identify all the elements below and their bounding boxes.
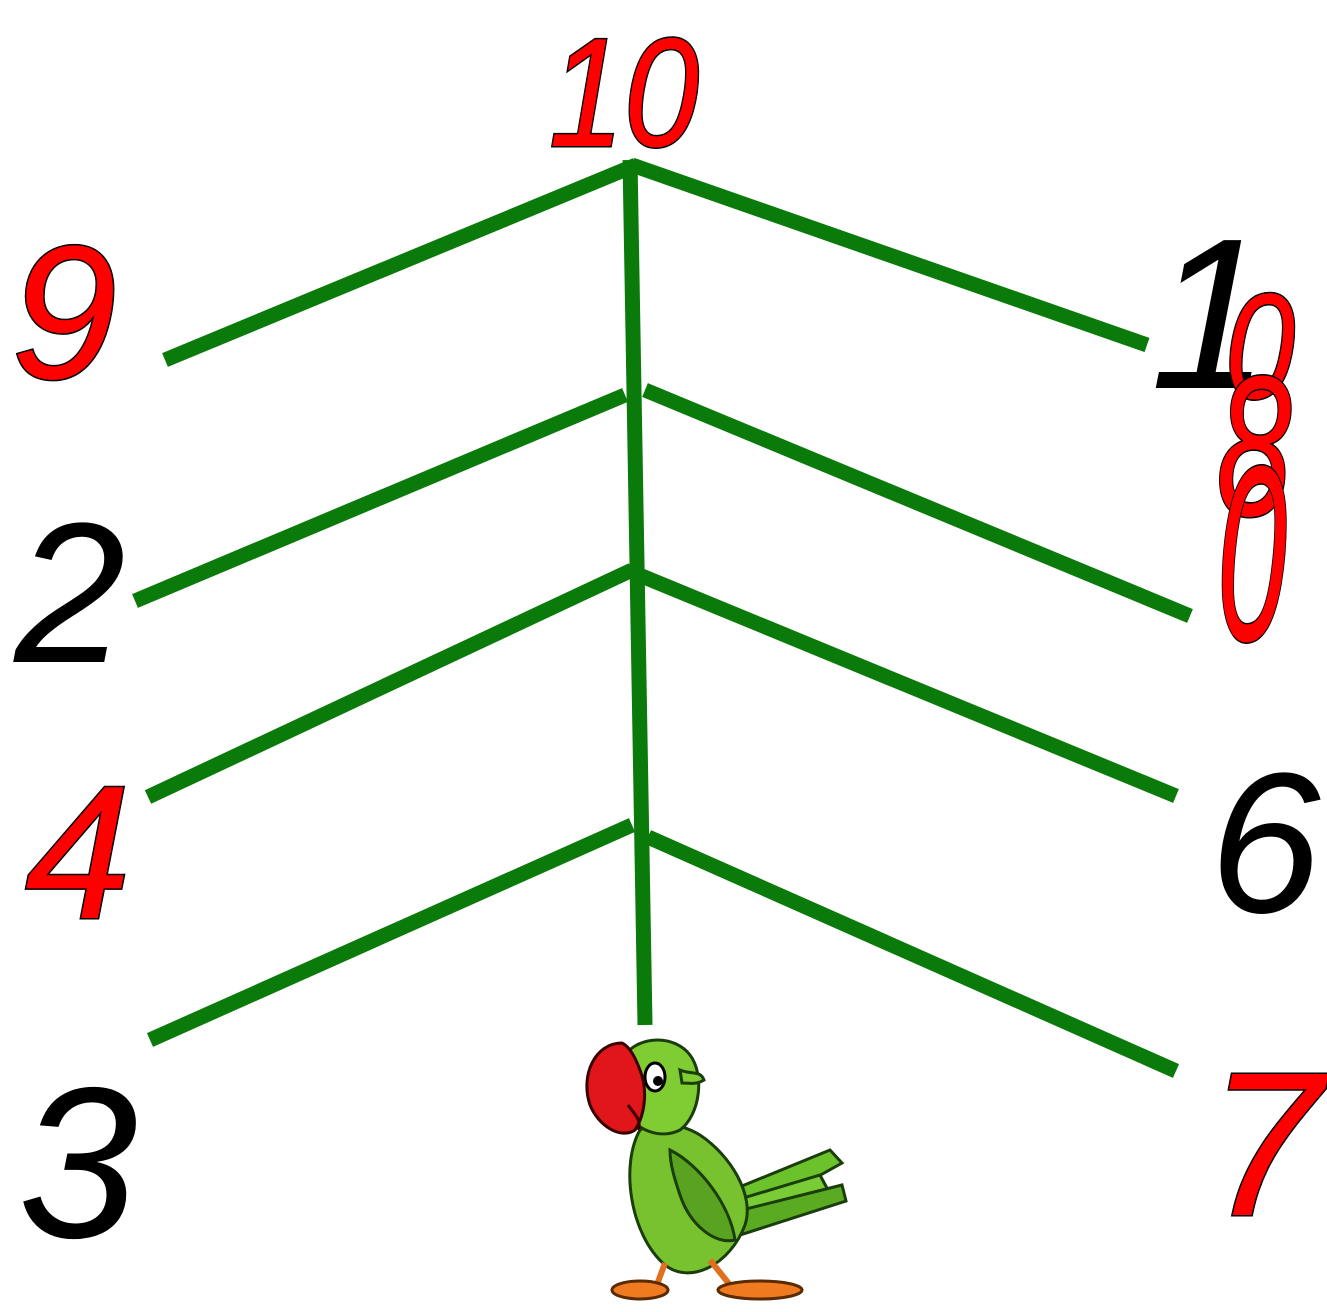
- green-parrot-icon: [585, 1038, 848, 1301]
- branch-left-3: [144, 563, 636, 804]
- right-number-3: 6: [1209, 732, 1321, 955]
- right-number-1: 1: [1150, 193, 1270, 434]
- branch-right-4: [644, 830, 1180, 1078]
- right-number-2-overlay: 0: [1217, 414, 1287, 693]
- left-number-2: 2: [12, 482, 125, 705]
- left-number-3: 4: [25, 747, 131, 959]
- tree-trunk: [622, 159, 653, 1026]
- branch-left-2: [132, 388, 628, 608]
- top-number: 10: [549, 6, 699, 179]
- right-number-1-overlay: 0: [1225, 262, 1295, 430]
- right-number-2: 8: [1217, 335, 1292, 558]
- right-number-4: 7: [1208, 1030, 1327, 1259]
- branch-right-2: [642, 383, 1193, 623]
- left-number-1: 9: [11, 207, 117, 419]
- branch-left-4: [146, 818, 636, 1047]
- branch-right-1: [629, 157, 1150, 353]
- branch-left-1: [162, 158, 639, 367]
- left-number-4: 3: [18, 1042, 138, 1283]
- branch-right-3: [629, 565, 1179, 803]
